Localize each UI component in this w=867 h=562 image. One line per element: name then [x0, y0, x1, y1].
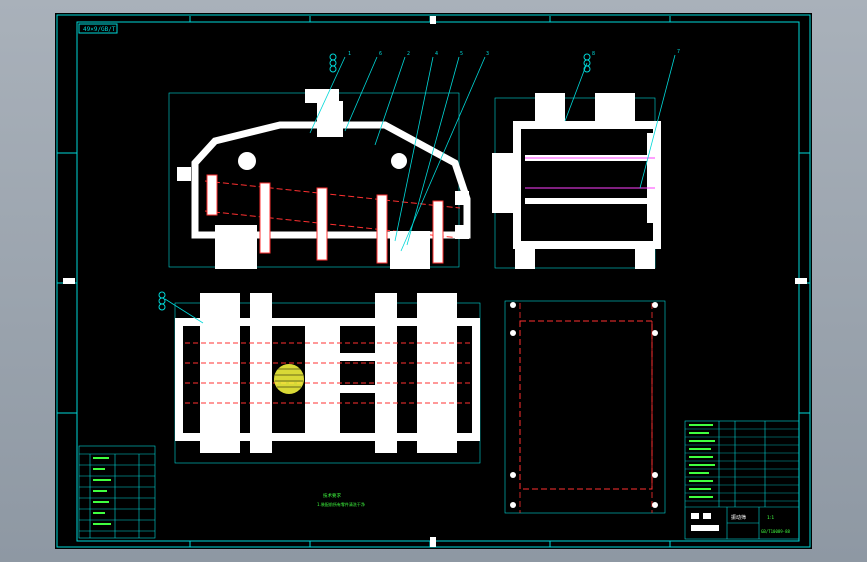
springs-front	[206, 174, 444, 264]
outer-border	[56, 14, 811, 548]
side-frame	[513, 121, 661, 249]
balloon-front-5: 5	[460, 51, 463, 57]
balloon-front-4: 4	[435, 51, 438, 57]
motor-left	[238, 152, 256, 170]
zone-marks	[57, 16, 810, 547]
balloon-front-2: 6	[379, 51, 382, 57]
foot-right	[390, 231, 430, 269]
sheet-label: 1:1	[767, 515, 774, 521]
top-view	[164, 293, 481, 464]
drawing-sheet[interactable]: 49×9/GB/T	[55, 13, 812, 549]
title-block	[684, 420, 800, 540]
motor-right	[391, 153, 407, 169]
top-left-tag: 49×9/GB/T	[83, 26, 116, 33]
center-mark-bottom	[430, 537, 436, 547]
cad-drawing: 49×9/GB/T	[56, 14, 811, 548]
top-left-tag-box	[78, 23, 118, 34]
balloon-side-1: 8	[592, 51, 595, 57]
side-view	[492, 54, 676, 269]
top-view-circles	[158, 291, 166, 311]
front-view	[168, 56, 486, 269]
bottom-note-title: 技术要求	[323, 492, 341, 499]
balloon-side-2: 7	[677, 49, 680, 55]
balloon-front-3: 2	[407, 51, 410, 57]
center-mark-left	[63, 278, 75, 284]
foundation-plan	[504, 300, 666, 514]
left-parts-table	[78, 445, 156, 539]
balloon-front-6: 3	[486, 51, 489, 57]
bottom-note-line: 1.装配前所有零件清洗干净	[317, 501, 365, 507]
hatched-motor	[274, 364, 304, 394]
title-block-rows	[685, 428, 799, 502]
center-mark-top	[430, 16, 436, 24]
front-view-balloons: 1 6 2 4 5 3	[348, 51, 489, 57]
balloon-front-1: 1	[348, 51, 351, 57]
foot-left	[215, 225, 257, 269]
front-view-circles	[329, 53, 337, 73]
drawing-name: 振动筛	[731, 514, 746, 521]
code-label: GB/T10089-88	[761, 529, 790, 534]
screen-housing	[191, 121, 471, 239]
bottom-note: 技术要求 1.装配前所有零件清洗干净	[317, 492, 365, 507]
side-view-circles	[583, 53, 591, 73]
center-mark-right	[795, 278, 807, 284]
